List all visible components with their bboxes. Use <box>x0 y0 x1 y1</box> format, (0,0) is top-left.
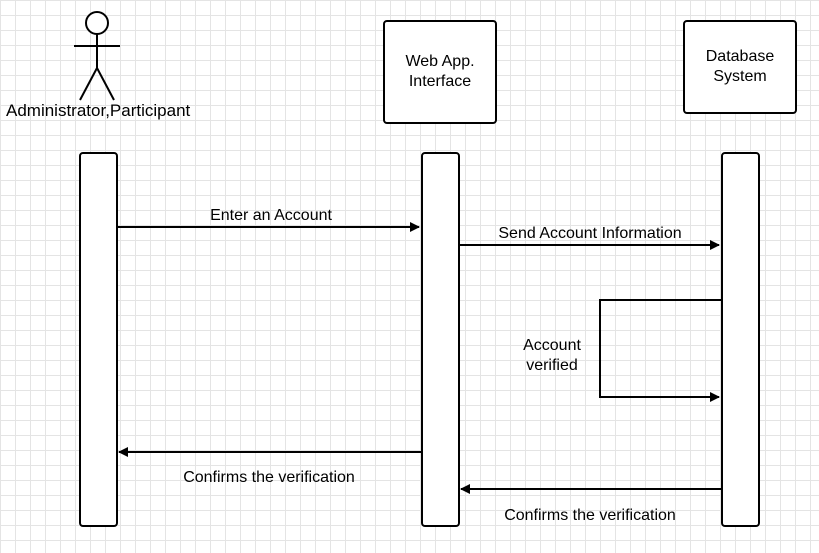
participant-label-database-line1: Database <box>705 48 775 65</box>
activation-bar-webapp <box>421 152 460 527</box>
message-label-self-verify-line1: Account <box>523 337 581 354</box>
message-label-send-info: Send Account Information <box>498 225 682 242</box>
self-message-arrow-verify <box>599 299 721 402</box>
message-label-confirm-to-user: Confirms the verification <box>183 469 355 486</box>
actor-label-user: Administrator,Participant <box>6 101 191 120</box>
message-label-enter-account: Enter an Account <box>210 207 332 224</box>
activation-bar-database <box>721 152 760 527</box>
participant-label-webapp-line2: Interface <box>408 73 472 90</box>
participant-box-webapp: Web App. Interface <box>383 20 497 124</box>
participant-label-database-line2: System <box>713 68 767 85</box>
activation-bar-user <box>79 152 118 527</box>
participant-label-webapp-line1: Web App. <box>405 53 475 70</box>
actor-stick-figure-icon <box>74 11 120 101</box>
message-label-confirm-to-webapp: Confirms the verification <box>504 507 676 524</box>
message-label-self-verify: Account verified <box>523 336 581 376</box>
participant-box-database: Database System <box>683 20 797 114</box>
message-label-self-verify-line2: verified <box>526 357 578 374</box>
